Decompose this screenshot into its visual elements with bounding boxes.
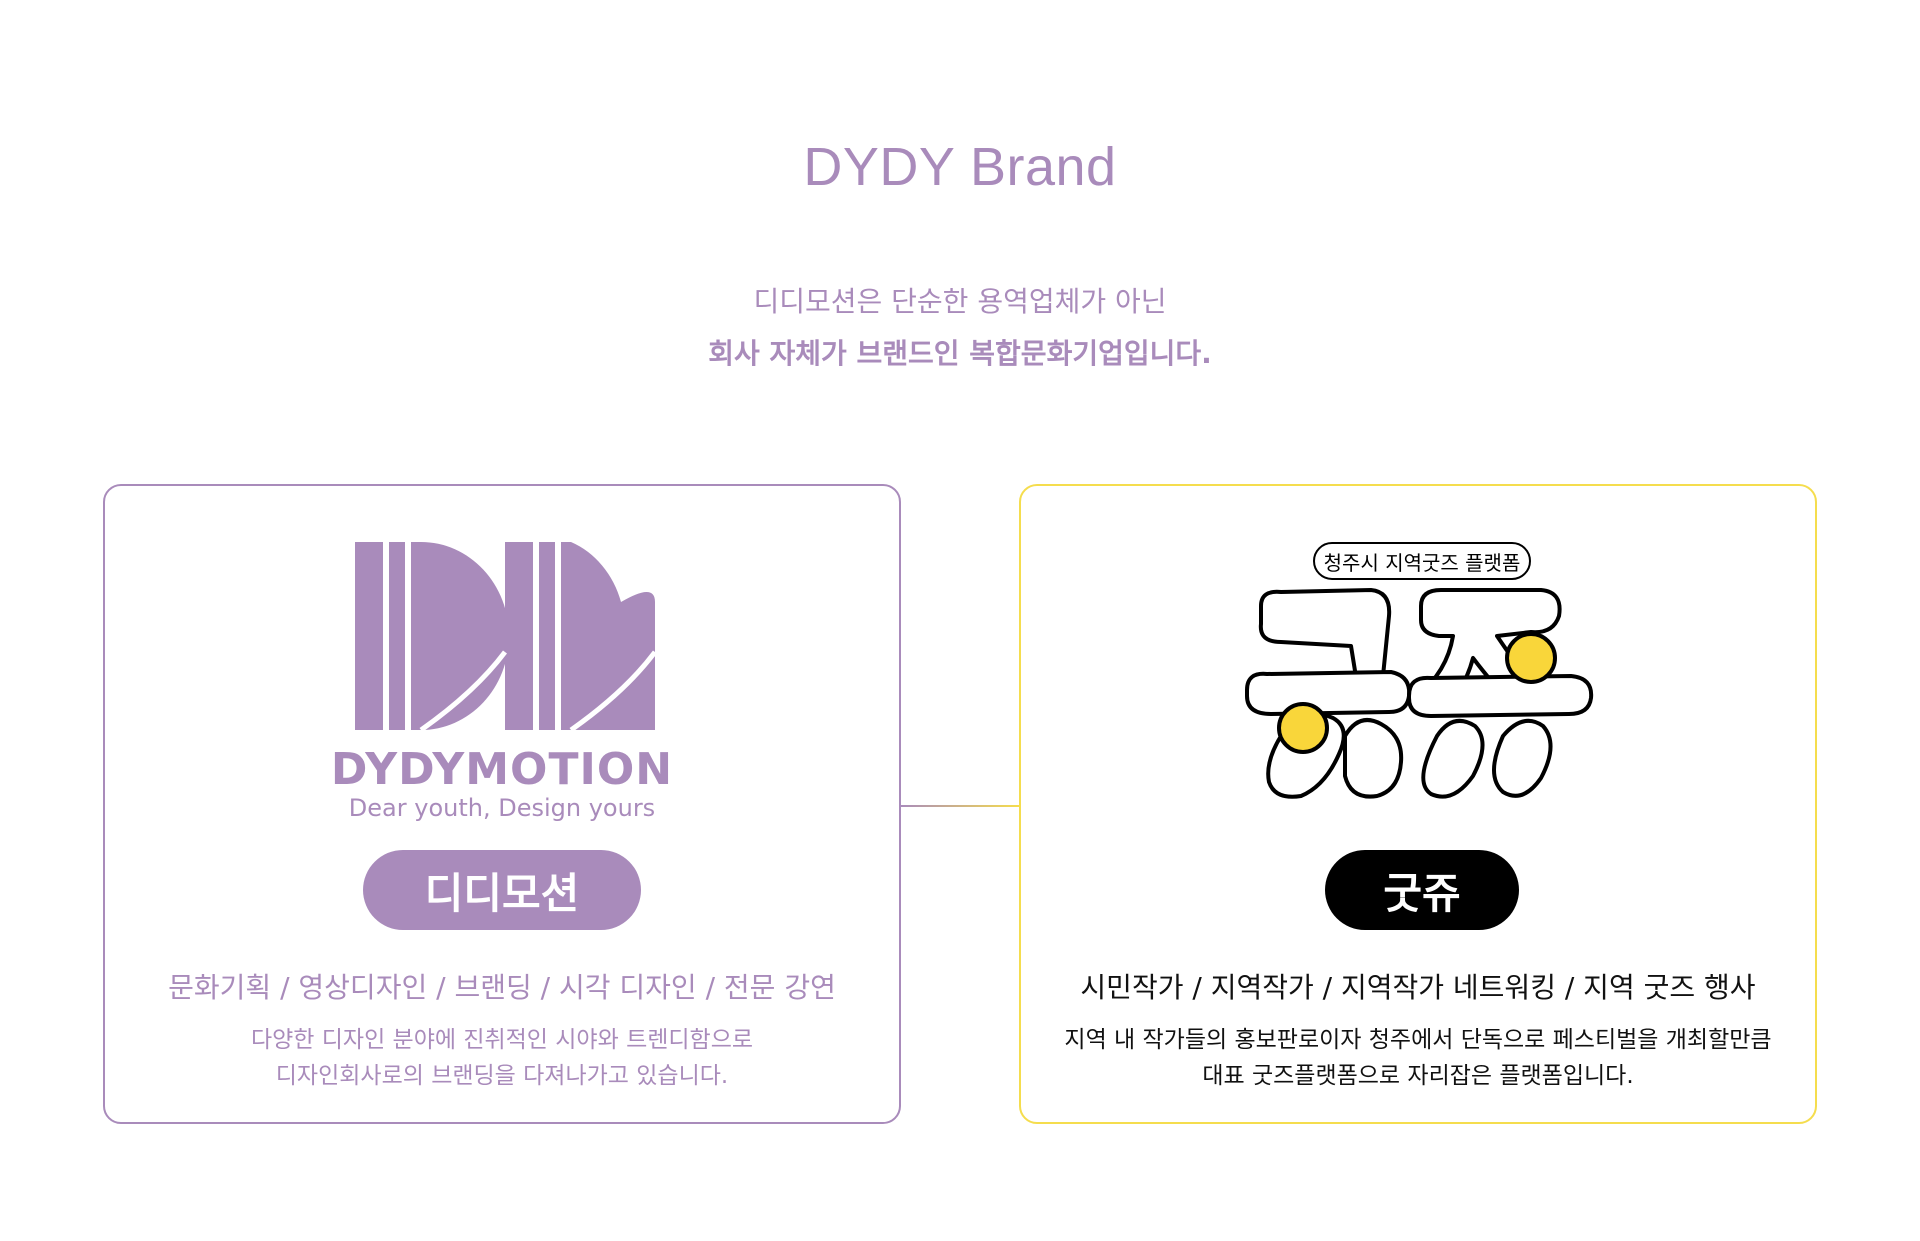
brand-description-line-1: 다양한 디자인 분야에 진취적인 시야와 트렌디함으로	[250, 1027, 754, 1053]
goodju-logo-badge: 청주시 지역굿즈 플랫폼	[1313, 542, 1531, 580]
brand-connector	[901, 805, 1019, 807]
brand-description-line-2: 대표 굿즈플랫폼으로 자리잡은 플랫폼입니다.	[1202, 1063, 1634, 1089]
brand-name-pill: 디디모션	[363, 850, 641, 930]
brand-description: 지역 내 작가들의 홍보판로이자 청주에서 단독으로 페스티벌을 개최할만큼 대…	[1021, 1022, 1815, 1094]
page-title: DYDY Brand	[803, 137, 1117, 197]
brand-description-line-1: 지역 내 작가들의 홍보판로이자 청주에서 단독으로 페스티벌을 개최할만큼	[1064, 1027, 1772, 1053]
intro-line-1: 디디모션은 단순한 용역업체가 아닌	[753, 285, 1167, 318]
brand-tags: 시민작가 / 지역작가 / 지역작가 네트워킹 / 지역 굿즈 행사	[1080, 971, 1756, 1004]
brand-card-goodju: 청주시 지역굿즈 플랫폼 굿쥬 시민작가 / 지역작가 / 지역작가 네트워킹 …	[1019, 484, 1817, 1124]
intro-text: 디디모션은 단순한 용역업체가 아닌 회사 자체가 브랜드인 복합문화기업입니다…	[0, 276, 1920, 380]
dydymotion-tagline: Dear youth, Design yours	[348, 794, 656, 822]
intro-line-2: 회사 자체가 브랜드인 복합문화기업입니다.	[708, 337, 1212, 370]
brand-card-dydymotion: DYDYMOTION Dear youth, Design yours 디디모션…	[103, 484, 901, 1124]
brand-description-line-2: 디자인회사로의 브랜딩을 다져나가고 있습니다.	[275, 1063, 729, 1089]
brand-description: 다양한 디자인 분야에 진취적인 시야와 트렌디함으로 디자인회사로의 브랜딩을…	[105, 1022, 899, 1094]
brand-name-pill: 굿쥬	[1325, 850, 1519, 930]
brand-tags: 문화기획 / 영상디자인 / 브랜딩 / 시각 디자인 / 전문 강연	[168, 971, 836, 1004]
dd-monogram-icon	[355, 542, 655, 730]
goodju-bubble-logo-icon	[1245, 588, 1594, 799]
dydymotion-wordmark: DYDYMOTION	[330, 744, 674, 795]
